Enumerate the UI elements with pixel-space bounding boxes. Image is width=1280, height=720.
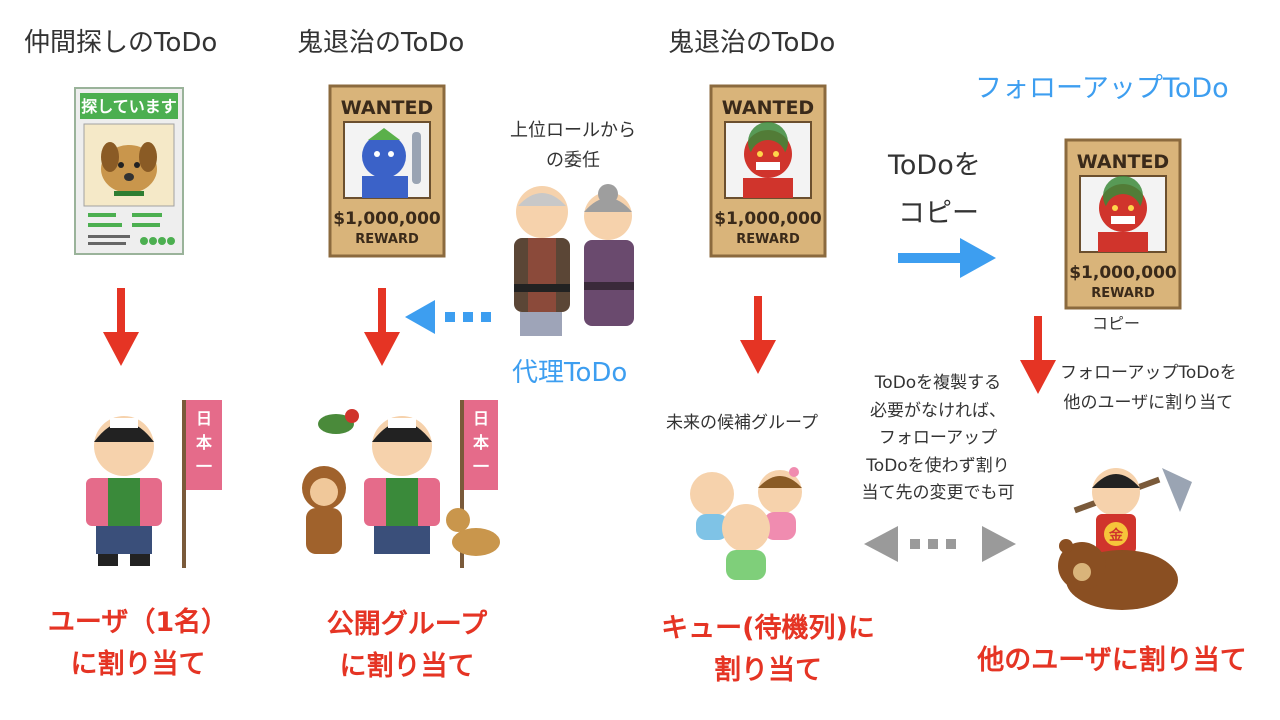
down-arrow-search	[103, 288, 139, 366]
alternative-note-line4: ToDoを使わず割り	[866, 455, 1010, 476]
wanted-poster-copy: WANTED $1,000,000 REWARD	[1064, 138, 1182, 310]
copy-arrow	[898, 238, 996, 278]
delegation-note: 上位ロールから の委任	[493, 116, 653, 176]
wanted-heading: WANTED	[341, 97, 433, 119]
down-arrow-queue	[740, 296, 776, 374]
followup-result-label: 他のユーザに割り当て	[977, 645, 1247, 676]
search-result-line1: ユーザ（1名）	[47, 607, 229, 638]
babies-group-illustration	[690, 467, 802, 580]
public-result-label: 公開グループ に割り当て	[312, 604, 502, 688]
copy-arrow-line2: コピー	[898, 198, 979, 229]
public-result-line1: 公開グループ	[326, 609, 488, 640]
queue-todo-title: 鬼退治のToDo	[668, 28, 836, 58]
elderly-couple-illustration	[514, 184, 634, 336]
search-result-label: ユーザ（1名） に割り当て	[46, 602, 230, 686]
banner-char: 日	[473, 409, 489, 428]
momotaro-team-illustration: 日 本 一	[302, 400, 500, 568]
delegation-note-line2: の委任	[546, 150, 600, 171]
followup-todo-title: フォローアップToDo	[975, 73, 1229, 104]
kintaro-badge: 金	[1108, 527, 1124, 544]
banner-char: 日	[196, 409, 212, 428]
banner-char: 本	[473, 433, 489, 452]
reward-label: REWARD	[355, 232, 419, 247]
momotaro-user-illustration: 日 本 一	[86, 400, 222, 568]
wanted-heading: WANTED	[722, 97, 814, 119]
alternative-note-line3: フォローアップ	[878, 428, 998, 448]
search-todo-title: 仲間探しのToDo	[24, 28, 218, 58]
proxy-todo-label: 代理ToDo	[512, 358, 628, 388]
alternative-note-line2: 必要がなければ、	[870, 400, 1006, 421]
followup-assign-note-line1: フォローアップToDoを	[1060, 363, 1237, 383]
followup-assign-note: フォローアップToDoを 他のユーザに割り当て	[1060, 358, 1237, 418]
reward-label: REWARD	[1091, 286, 1155, 301]
search-result-line2: に割り当て	[70, 649, 206, 680]
copy-arrow-line1: ToDoを	[888, 150, 981, 181]
alternative-note: ToDoを複製する 必要がなければ、 フォローアップ ToDoを使わず割り 当て…	[848, 370, 1028, 508]
alternative-note-line1: ToDoを複製する	[874, 373, 1002, 393]
future-candidates-label: 未来の候補グループ	[666, 413, 818, 433]
copy-caption: コピー	[1092, 314, 1141, 333]
reward-label: REWARD	[736, 232, 800, 247]
poster-heading: 探しています	[81, 97, 177, 116]
search-poster-illustration: 探しています	[74, 87, 184, 255]
delegation-note-line1: 上位ロールから	[510, 120, 636, 141]
wanted-heading: WANTED	[1077, 151, 1169, 173]
queue-result-line1: キュー(待機列)に	[661, 613, 875, 644]
kintaro-bear-illustration: 金	[1058, 468, 1192, 610]
alternative-note-line5: 当て先の変更でも可	[861, 483, 1015, 503]
reward-amount: $1,000,000	[1069, 263, 1177, 283]
wanted-poster-blue-oni: WANTED $1,000,000 REWARD	[328, 84, 446, 258]
queue-result-line2: 割り当て	[714, 655, 822, 686]
followup-assign-note-line2: 他のユーザに割り当て	[1063, 393, 1234, 413]
banner-char: 本	[196, 433, 212, 452]
banner-char: 一	[473, 457, 489, 476]
equivalence-dotted-arrow	[864, 526, 1016, 562]
public-todo-title: 鬼退治のToDo	[297, 28, 465, 58]
down-arrow-followup	[1020, 316, 1056, 394]
wanted-poster-red-oni: WANTED $1,000,000 REWARD	[709, 84, 827, 258]
queue-result-label: キュー(待機列)に 割り当て	[648, 608, 888, 692]
down-arrow-public	[364, 288, 400, 366]
public-result-line2: に割り当て	[339, 651, 475, 682]
copy-arrow-label: ToDoを コピー	[888, 142, 981, 238]
reward-amount: $1,000,000	[333, 209, 441, 229]
banner-char: 一	[196, 457, 212, 476]
reward-amount: $1,000,000	[714, 209, 822, 229]
delegation-dotted-arrow	[405, 300, 491, 334]
